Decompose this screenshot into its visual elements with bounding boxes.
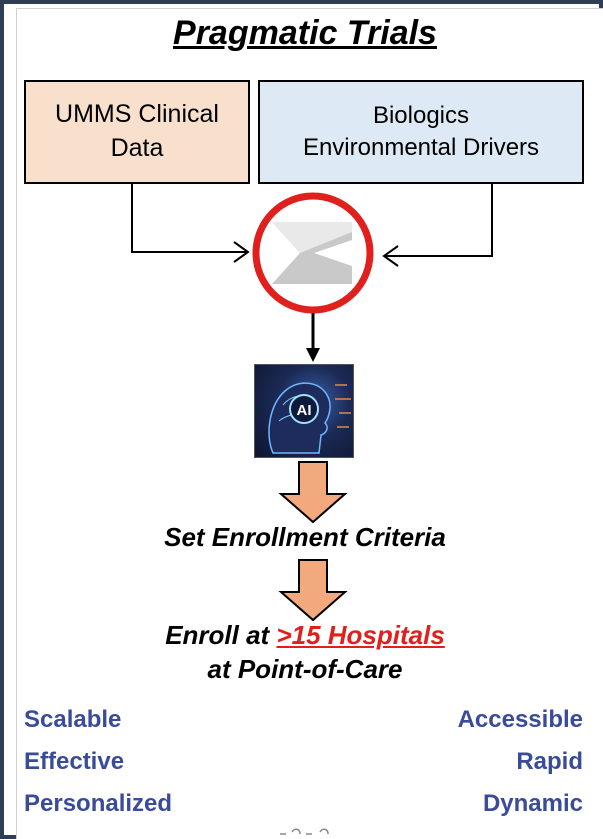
hospitals-highlight: >15 Hospitals [276, 620, 445, 650]
attribute-rapid: Rapid [516, 748, 583, 775]
drivers-line2: Environmental Drivers [302, 134, 540, 161]
enrollment-criteria-step: Set Enrollment Criteria [164, 522, 446, 552]
attribute-scalable: Scalable [24, 706, 122, 733]
down-arrow-icon [278, 461, 348, 524]
left-connector-arrowhead [233, 241, 250, 263]
attribute-personalized: Personalized [24, 790, 173, 817]
attribute-accessible: Accessible [457, 706, 583, 733]
ai-head-icon: AI [254, 364, 354, 458]
ai-circuit-traces [335, 384, 351, 428]
drivers-line1: Biologics [372, 101, 470, 129]
left-connector-line [131, 184, 246, 253]
attribute-dynamic: Dynamic [482, 790, 583, 817]
right-connector-arrowhead [382, 245, 399, 267]
clinical-data-box: UMMS Clinical Data [24, 80, 250, 184]
cropped-footer-text [250, 826, 370, 839]
enroll-hospitals-step: Enroll at >15 Hospitals [20, 620, 590, 651]
right-connector-line [386, 184, 493, 257]
enroll-prefix: Enroll at [165, 620, 277, 650]
circle-to-ai-arrowhead [306, 348, 320, 362]
attribute-effective: Effective [24, 748, 125, 775]
clinical-data-line2: Data [110, 134, 164, 162]
drivers-box: Biologics Environmental Drivers [258, 80, 584, 184]
clinical-data-line1: UMMS Clinical [55, 100, 219, 129]
ai-badge-ring [289, 394, 319, 424]
merge-chevron-highlight [272, 222, 352, 253]
point-of-care-line: at Point-of-Care [207, 654, 403, 684]
cropped-footer-glyphs [280, 828, 329, 835]
merge-node [252, 192, 374, 314]
diagram-title: Pragmatic Trials [173, 14, 437, 52]
ai-badge-label: AI [297, 402, 312, 419]
ai-head-graphic: AI [268, 382, 351, 454]
down-arrow-icon-2 [278, 559, 348, 622]
